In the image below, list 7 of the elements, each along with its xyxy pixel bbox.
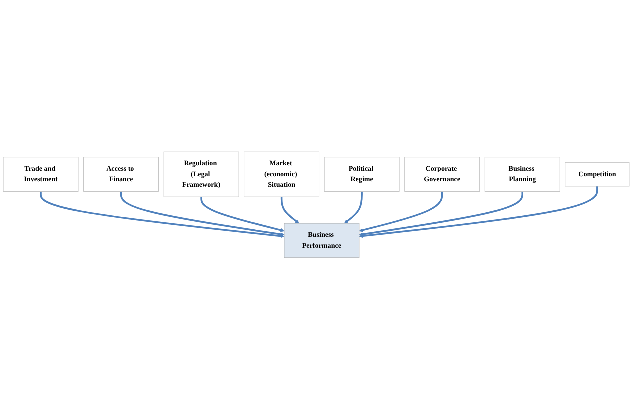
arrow: [40, 192, 285, 238]
arrow: [120, 192, 285, 236]
arrow: [359, 192, 444, 232]
arrow: [344, 192, 363, 224]
arrow: [280, 197, 300, 224]
arrow: [200, 197, 285, 232]
arrow: [359, 186, 598, 238]
